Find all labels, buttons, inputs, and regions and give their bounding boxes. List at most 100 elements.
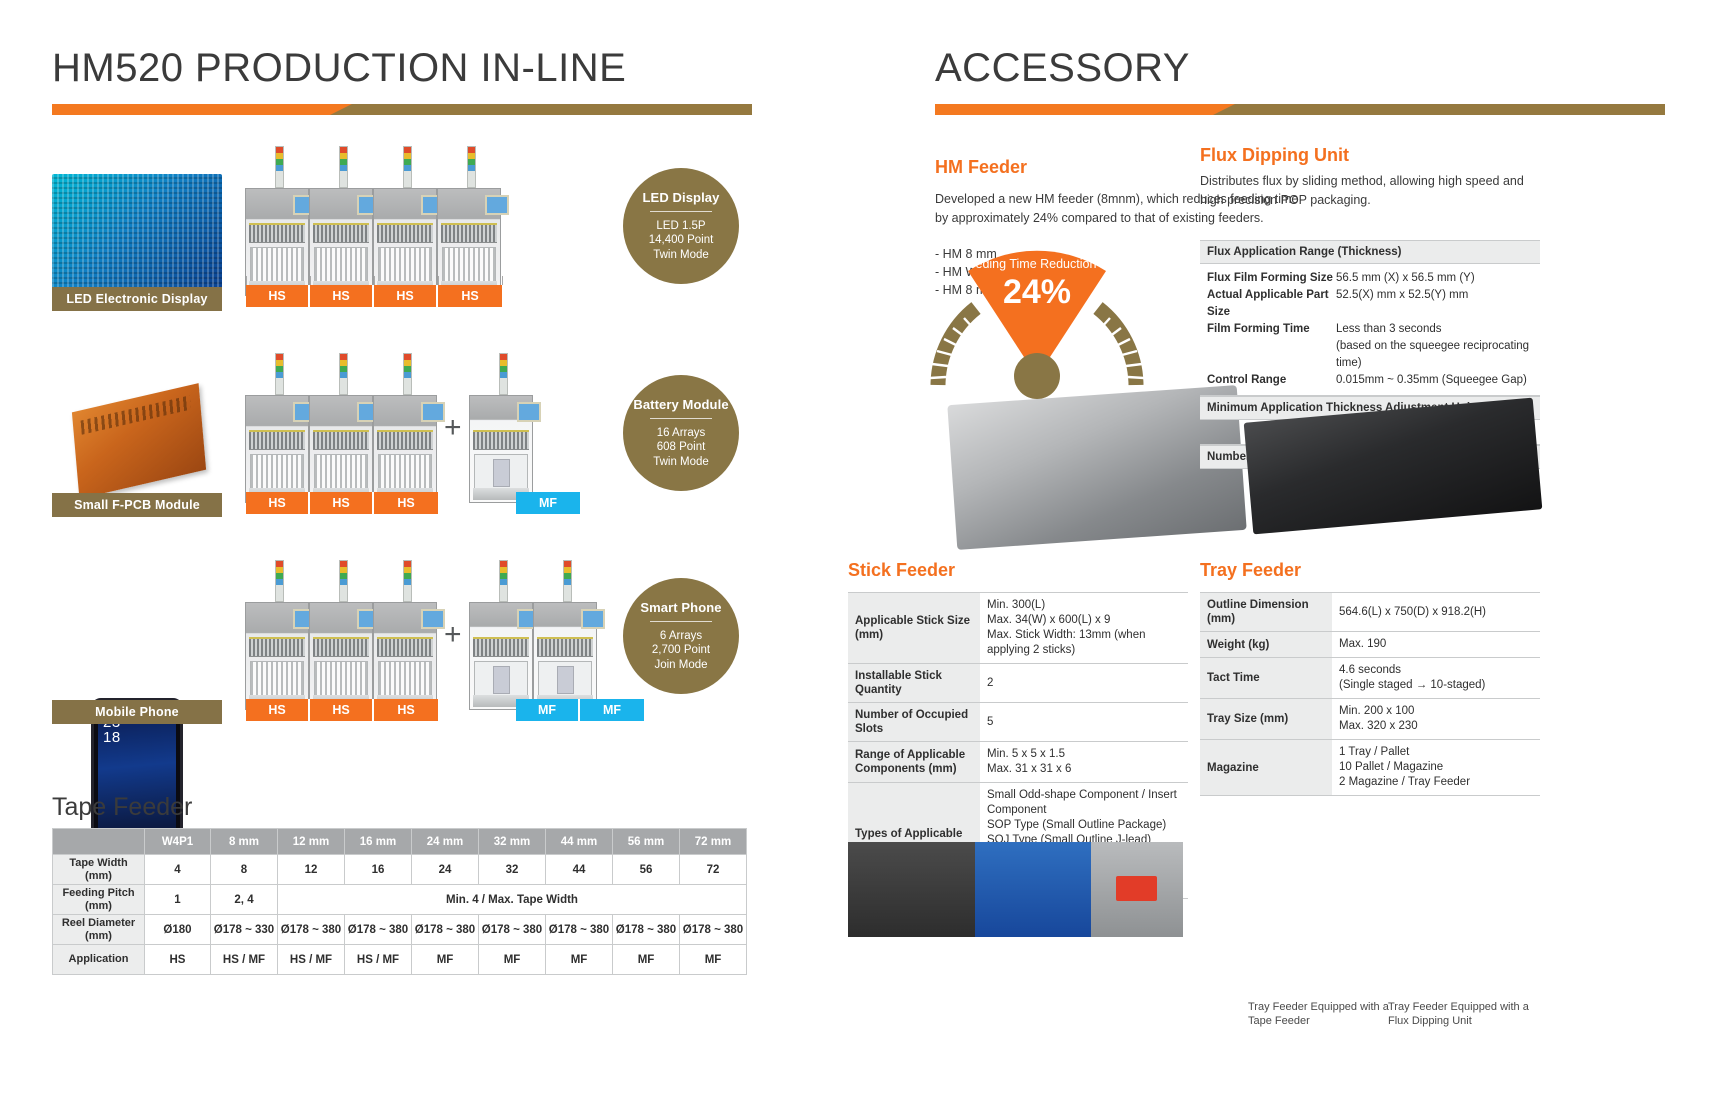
tray-photo-caption-2: Tray Feeder Equipped with a Flux Dipping… [1388,1001,1529,1027]
badge-divider [650,210,712,212]
row-label: Tape Width (mm) [52,854,145,885]
product-label-fpcb: Small F-PCB Module [52,493,222,517]
table-row: Feeding Pitch (mm) 1 2, 4 Min. 4 / Max. … [52,884,747,915]
module-tag: HS [310,699,374,721]
cell: Ø178 ~ 380 [478,914,546,945]
cell: Ø178 ~ 380 [679,914,747,945]
badge-title: Smart Phone [640,599,722,615]
gauge-graphic [929,250,1145,386]
flux-row: Control Range 0.015mm ~ 0.35mm (Squeegee… [1200,372,1540,389]
hmi-screen [516,402,541,422]
flux-band-1: Flux Application Range (Thickness) [1200,240,1540,264]
cell: Ø178 ~ 380 [612,914,680,945]
row-label: Application [52,944,145,975]
badge-battery-module: Battery Module 16 Arrays 608 Point Twin … [623,375,739,491]
plus-symbol: + [444,618,462,651]
machine-unit-mf [468,560,541,710]
hmi-screen [421,402,445,422]
gauge-value: 24% [1002,273,1072,311]
table-row: Magazine 1 Tray / Pallet 10 Pallet / Mag… [1200,739,1540,796]
cell: MF [478,944,546,975]
rule-orange-bar [52,104,352,115]
cell: Ø178 ~ 380 [277,914,345,945]
machine-unit [245,560,317,710]
table-row: Weight (kg) Max. 190 [1200,631,1540,658]
cell: MF [545,944,613,975]
flux-body: Distributes flux by sliding method, allo… [1200,174,1524,207]
badge-divider [650,417,712,419]
th-col: W4P1 [144,828,211,855]
module-tag: HS [374,285,438,307]
cell: 16 [344,854,412,885]
cell: HS / MF [210,944,278,975]
cell: MF [612,944,680,975]
gauge-hub [1014,353,1060,399]
row-label: Range of Applicable Components (mm) [848,741,980,783]
module-tag: MF [580,699,644,721]
signal-tower-icon [275,560,284,602]
gauge-caption: Feeding Time Reduction by [960,257,1114,271]
cell: 44 [545,854,613,885]
cell: HS [144,944,211,975]
tag-row-mobile: HS HS HS MF MF [246,699,644,721]
hm-feeder-title: HM Feeder [935,157,1028,177]
cell: HS / MF [344,944,412,975]
signal-tower-icon [339,560,348,602]
machine-unit [437,146,509,296]
machine-unit [245,146,317,296]
row-label: Installable Stick Quantity [848,663,980,703]
flux-val: Less than 3 seconds [1336,323,1442,335]
cell: 72 [679,854,747,885]
badge-divider [650,620,712,622]
row-label: Outline Dimension (mm) [1200,592,1332,632]
machine-unit-mf [532,560,605,710]
machine-line-fpcb: + [245,353,541,503]
table-row: Range of Applicable Components (mm) Min.… [848,741,1188,783]
row-label: Tact Time [1200,657,1332,699]
signal-tower-icon [339,146,348,188]
row-label: Tray Size (mm) [1200,698,1332,740]
th-col: 56 mm [612,828,680,855]
cell: MF [679,944,747,975]
badge-lines: 16 Arrays 608 Point Twin Mode [653,426,709,468]
badge-title: LED Display [642,189,720,205]
cell: 56 [612,854,680,885]
fpcb-photo [52,380,222,500]
module-tag: MF [516,699,580,721]
row-value: Min. 5 x 5 x 1.5 Max. 31 x 31 x 6 [980,741,1188,783]
cell: Ø178 ~ 380 [344,914,412,945]
signal-tower-icon [498,353,508,395]
chip-photo-dark [848,842,976,937]
signal-tower-icon [498,560,508,602]
cell: 1 [144,884,211,915]
table-row: Application HS HS / MF HS / MF HS / MF M… [52,944,747,975]
flux-row: Film Forming Time Less than 3 seconds [1200,321,1540,338]
row-label: Reel Diameter (mm) [52,914,145,945]
table-header-row: W4P1 8 mm 12 mm 16 mm 24 mm 32 mm 44 mm … [52,828,747,855]
product-label-mobile: Mobile Phone [52,700,222,724]
table-row: Installable Stick Quantity 2 [848,663,1188,703]
table-row: Tape Width (mm) 4 8 12 16 24 32 44 56 72 [52,854,747,885]
table-row: Applicable Stick Size (mm) Min. 300(L) M… [848,592,1188,664]
machine-unit [245,353,317,503]
row-label: Number of Occupied Slots [848,702,980,742]
feeding-time-gauge: Feeding Time Reduction by 24% [902,245,1172,405]
table-row: Tray Size (mm) Min. 200 x 100 Max. 320 x… [1200,698,1540,740]
ic-chips-photo [848,842,1183,937]
hmi-screen [580,609,605,629]
flux-val: (based on the squeegee reciprocating tim… [1336,340,1530,369]
machine-line-led [245,146,509,296]
tray-feeder-title: Tray Feeder [1200,560,1302,580]
flux-val: 56.5 mm (X) x 56.5 mm (Y) [1336,272,1475,284]
th-col: 16 mm [344,828,412,855]
tray-feeder-table: Outline Dimension (mm) 564.6(L) x 750(D)… [1200,592,1540,796]
tick-mark [502,276,503,285]
cell: 32 [478,854,546,885]
row-value: Max. 190 [1332,631,1540,658]
table-row: Number of Occupied Slots 5 [848,702,1188,742]
module-tag: HS [438,285,502,307]
tape-feeder-table: W4P1 8 mm 12 mm 16 mm 24 mm 32 mm 44 mm … [52,828,747,975]
row-label: Weight (kg) [1200,631,1332,658]
cell: 8 [210,854,278,885]
